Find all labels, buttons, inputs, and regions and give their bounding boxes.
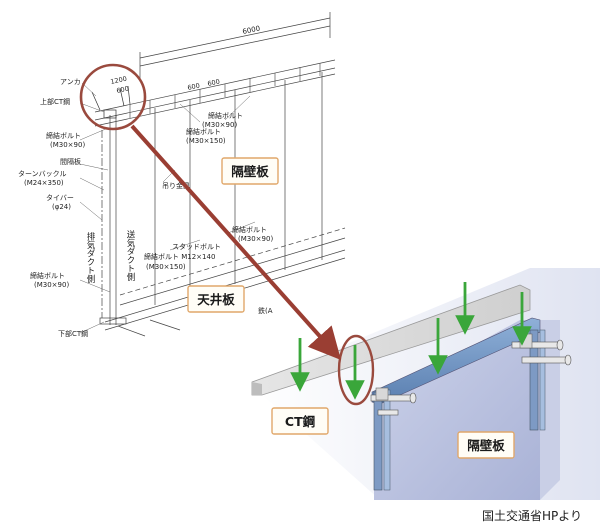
label-bolt-2: 締結ボルト <box>30 271 65 280</box>
label-bolt-6-size: (M30×150) <box>146 263 186 271</box>
callout-partition-bottom-text: 隔壁板 <box>467 438 505 453</box>
label-hanger: 吊り金具 <box>162 181 190 190</box>
label-bolt-1-size: (M30×90) <box>50 141 85 149</box>
callout-ct-steel: CT鋼 <box>271 407 329 435</box>
callout-ceiling-text: 天井板 <box>197 292 235 307</box>
label-supply-side: 送気ダクト側 <box>125 229 135 281</box>
label-bolt-5-size: (M30×90) <box>238 235 273 243</box>
callout-ct-steel-text: CT鋼 <box>285 414 315 429</box>
label-tie-bar: タイバー <box>46 193 74 202</box>
mid-labels: 締結ボルト (M30×150) 締結ボルト (M30×90) 吊り金具 締結ボル… <box>144 111 273 315</box>
label-spacer-plate: 間隔板 <box>60 157 81 166</box>
left-labels: アンカ 上部CT鋼 締結ボルト (M30×90) 間隔板 ターンバックル (M2… <box>18 78 88 338</box>
illustration-3d <box>250 268 600 500</box>
callout-partition-top-text: 隔壁板 <box>231 164 269 179</box>
label-steel-a: 鉄(A <box>258 306 273 315</box>
highlight-circle-bottom <box>337 334 375 406</box>
label-upper-ct: 上部CT鋼 <box>40 97 70 106</box>
label-bolt-4: 締結ボルト <box>208 111 243 120</box>
callout-partition-top: 隔壁板 <box>221 157 279 185</box>
dimension-600: 600 <box>116 85 130 95</box>
label-stud-bolt: スタッドボルト <box>172 242 221 251</box>
label-bolt-3: 締結ボルト <box>186 127 221 136</box>
green-force-arrows <box>290 282 532 400</box>
label-bolt-4-size: (M30×90) <box>202 121 237 129</box>
label-anchor: アンカ <box>60 78 81 86</box>
label-bolt-6: 締結ボルト M12×140 <box>144 252 215 261</box>
dimension-spacing-1: 600 <box>187 82 201 92</box>
label-bolt-2-size: (M30×90) <box>34 281 69 289</box>
dimension-spacing-2: 600 <box>207 78 221 88</box>
callout-ceiling: 天井板 <box>187 285 245 313</box>
label-bolt-5: 締結ボルト <box>232 225 267 234</box>
label-bolt-3-size: (M30×150) <box>186 137 226 145</box>
highlight-circle-top <box>79 63 147 131</box>
label-turnbuckle: ターンバックル <box>18 169 66 178</box>
label-bolt-1: 締結ボルト <box>46 131 81 140</box>
dimension-1200: 1200 <box>110 75 128 86</box>
label-turnbuckle-size: (M24×350) <box>24 179 64 187</box>
callout-partition-bottom: 隔壁板 <box>457 431 515 459</box>
label-exhaust-side: 排気ダクト側 <box>85 231 95 283</box>
zoom-arrow <box>130 124 341 360</box>
source-credit: 国土交通省HPより <box>481 509 582 523</box>
dimension-total: 6000 <box>242 24 261 36</box>
label-lower-ct: 下部CT鋼 <box>58 329 88 338</box>
label-tie-bar-size: (φ24) <box>52 203 71 211</box>
